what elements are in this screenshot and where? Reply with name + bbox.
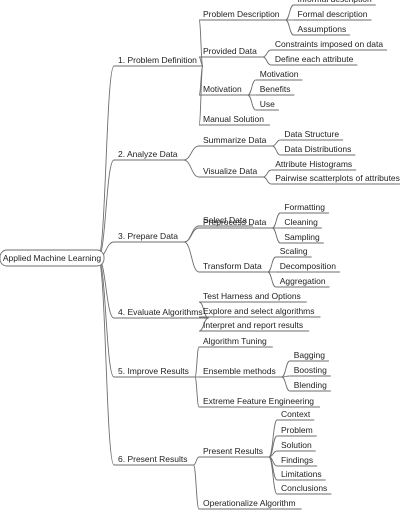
subtopic-connector xyxy=(198,19,204,67)
leaf-label: Aggregation xyxy=(280,276,326,286)
leaf-connector xyxy=(263,176,272,185)
leaf-label: Formal description xyxy=(298,9,368,19)
leaf-label: Scaling xyxy=(280,246,308,256)
branch-label: 1. Problem Definition xyxy=(118,55,197,65)
subtopic-label: Interpret and report results xyxy=(203,320,303,330)
subtopic-connector xyxy=(194,376,200,408)
branch-label: 2. Analyze Data xyxy=(118,149,178,159)
leaf-label: Solution xyxy=(281,440,312,450)
leaf-connector xyxy=(262,49,271,58)
leaf-label: Context xyxy=(281,409,311,419)
leaf-label: Blending xyxy=(294,380,327,390)
subtopic-connector xyxy=(198,65,204,126)
leaf-connector xyxy=(285,4,294,21)
leaf-label: Conclusions xyxy=(281,483,327,493)
leaf-connector xyxy=(268,456,278,495)
leaf-label: Use xyxy=(260,99,275,109)
leaf-label: Motivation xyxy=(260,69,299,79)
leaf-connector xyxy=(247,79,256,96)
leaf-label: Data Structure xyxy=(284,129,339,139)
mind-map-edges xyxy=(97,4,400,510)
subtopic-connector xyxy=(194,346,200,378)
root-node-box xyxy=(0,249,105,267)
leaf-label: Attribute Histograms xyxy=(275,159,352,169)
subtopic-label: Provided Data xyxy=(203,46,257,56)
leaf-label: Decomposition xyxy=(280,261,336,271)
subtopic-label: Test Harness and Options xyxy=(203,291,301,301)
leaf-connector xyxy=(281,360,290,378)
subtopic-label: Present Results xyxy=(203,446,263,456)
leaf-connector xyxy=(272,145,281,156)
leaf-label: Boosting xyxy=(294,365,327,375)
leaf-connector xyxy=(285,19,294,36)
subtopic-connector xyxy=(193,456,200,466)
subtopic-label: Motivation xyxy=(203,84,242,94)
branch-label: 6. Present Results xyxy=(118,454,187,464)
leaf-label: Define each attribute xyxy=(275,54,354,64)
subtopic-connector xyxy=(183,145,200,161)
branch-label: 4. Evaluate Algorithms xyxy=(118,307,203,317)
leaf-connector xyxy=(272,227,281,244)
subtopic-label: Preprocess Data xyxy=(203,217,267,227)
leaf-label: Data Distributions xyxy=(284,144,351,154)
leaf-connector xyxy=(267,256,276,273)
leaf-label: Problem xyxy=(281,425,313,435)
leaf-label: Bagging xyxy=(294,350,325,360)
leaf-connector xyxy=(262,56,271,66)
leaf-label: Cleaning xyxy=(284,217,318,227)
leaf-connector xyxy=(263,169,272,178)
subtopic-label: Summarize Data xyxy=(203,135,267,145)
branch-connector xyxy=(97,65,115,259)
leaf-label: Sampling xyxy=(284,232,320,242)
leaf-connector xyxy=(272,212,281,229)
leaf-connector xyxy=(272,139,281,147)
branch-label: 3. Prepare Data xyxy=(118,231,178,241)
subtopic-label: Operationalize Algorithm xyxy=(203,498,296,508)
subtopic-connector xyxy=(183,241,200,273)
subtopic-label: Ensemble methods xyxy=(203,366,276,376)
leaf-label: Findings xyxy=(281,455,313,465)
leaf-label: Informal description xyxy=(298,0,372,4)
leaf-label: Benefits xyxy=(260,84,291,94)
branch-connector xyxy=(97,257,115,466)
leaf-label: Constraints imposed on data xyxy=(275,39,383,49)
subtopic-label: Transform Data xyxy=(203,261,262,271)
branch-label: 5. Improve Results xyxy=(118,366,189,376)
subtopic-label: Extreme Feature Engineering xyxy=(203,396,314,406)
leaf-label: Limitations xyxy=(281,469,322,479)
subtopic-label: Select Data xyxy=(203,215,247,225)
leaf-connector xyxy=(281,376,290,392)
leaf-label: Assumptions xyxy=(298,24,347,34)
leaf-connector xyxy=(247,94,256,111)
leaf-label: Pairwise scatterplots of attributes xyxy=(275,173,400,183)
subtopic-label: Explore and select algorithms xyxy=(203,306,315,316)
subtopic-label: Problem Description xyxy=(203,9,280,19)
leaf-connector xyxy=(267,271,276,288)
subtopic-connector xyxy=(183,227,200,243)
subtopic-label: Manual Solution xyxy=(203,114,264,124)
subtopic-connector xyxy=(183,159,200,178)
subtopic-label: Algorithm Tuning xyxy=(203,336,267,346)
subtopic-connector xyxy=(193,464,200,510)
leaf-label: Formatting xyxy=(284,202,325,212)
subtopic-label: Visualize Data xyxy=(203,166,257,176)
root-node: Applied Machine Learning xyxy=(3,253,102,263)
branch-connector xyxy=(97,159,115,259)
